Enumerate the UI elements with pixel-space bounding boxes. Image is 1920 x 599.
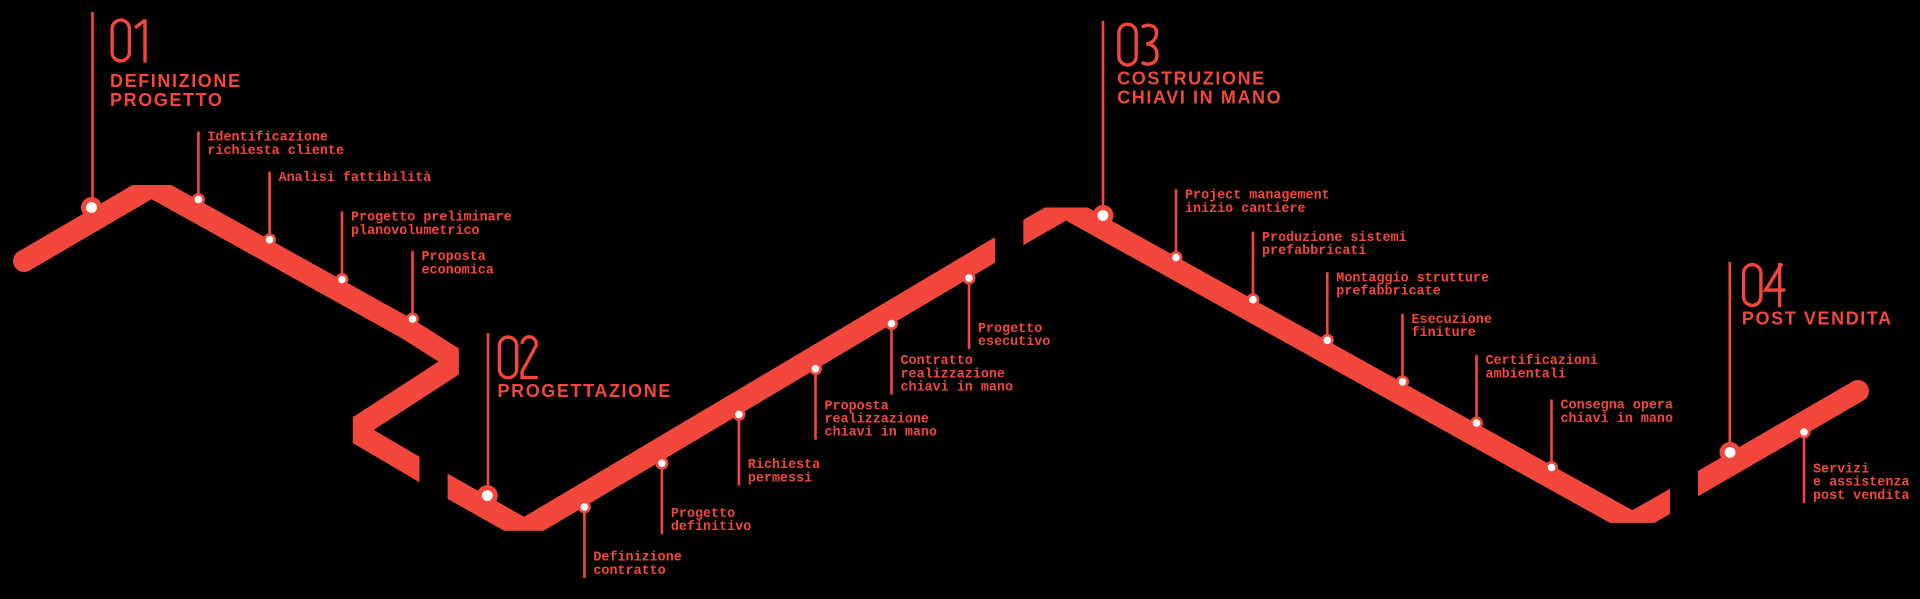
- svg-text:Project management: Project management: [1185, 189, 1330, 204]
- svg-text:Montaggio strutture: Montaggio strutture: [1336, 271, 1489, 286]
- svg-text:Progetto: Progetto: [671, 507, 735, 522]
- svg-text:post vendita: post vendita: [1813, 489, 1909, 504]
- svg-text:COSTRUZIONE: COSTRUZIONE: [1117, 69, 1266, 89]
- svg-text:Servizi: Servizi: [1813, 463, 1869, 478]
- svg-text:PROGETTO: PROGETTO: [110, 90, 223, 110]
- svg-text:Richiesta: Richiesta: [748, 458, 820, 473]
- svg-text:prefabbricate: prefabbricate: [1336, 285, 1440, 300]
- svg-text:Analisi fattibilità: Analisi fattibilità: [279, 171, 432, 186]
- svg-text:realizzazione: realizzazione: [825, 413, 929, 428]
- svg-text:Proposta: Proposta: [422, 250, 486, 265]
- svg-text:e assistenza: e assistenza: [1813, 476, 1909, 491]
- svg-text:chiavi in mano: chiavi in mano: [825, 426, 938, 441]
- svg-text:Definizione: Definizione: [593, 551, 681, 566]
- svg-text:Contratto: Contratto: [901, 354, 973, 369]
- svg-text:Proposta: Proposta: [825, 399, 889, 414]
- svg-text:chiavi in mano: chiavi in mano: [1561, 412, 1674, 427]
- svg-text:Esecuzione: Esecuzione: [1412, 313, 1492, 328]
- svg-text:richiesta cliente: richiesta cliente: [207, 144, 344, 159]
- svg-text:Progetto preliminare: Progetto preliminare: [351, 211, 512, 226]
- svg-text:Produzione sistemi: Produzione sistemi: [1262, 231, 1407, 246]
- svg-text:finiture: finiture: [1412, 326, 1476, 341]
- svg-text:Identificazione: Identificazione: [207, 131, 328, 146]
- svg-text:economica: economica: [422, 263, 494, 278]
- svg-text:CHIAVI IN MANO: CHIAVI IN MANO: [1117, 88, 1282, 108]
- svg-text:realizzazione: realizzazione: [901, 367, 1005, 382]
- svg-text:ambientali: ambientali: [1486, 367, 1566, 382]
- svg-text:Consegna opera: Consegna opera: [1561, 399, 1674, 414]
- svg-text:planovolumetrico: planovolumetrico: [351, 224, 480, 239]
- svg-text:esecutivo: esecutivo: [978, 335, 1050, 350]
- svg-text:prefabbricati: prefabbricati: [1262, 244, 1366, 259]
- svg-text:Certificazioni: Certificazioni: [1486, 354, 1599, 369]
- svg-text:definitivo: definitivo: [671, 520, 751, 535]
- svg-text:Progetto: Progetto: [978, 322, 1042, 337]
- svg-text:chiavi in mano: chiavi in mano: [901, 381, 1014, 396]
- svg-text:DEFINIZIONE: DEFINIZIONE: [110, 71, 242, 91]
- svg-text:PROGETTAZIONE: PROGETTAZIONE: [498, 381, 672, 401]
- svg-text:POST VENDITA: POST VENDITA: [1742, 309, 1893, 329]
- svg-text:contratto: contratto: [593, 564, 665, 579]
- svg-text:permessi: permessi: [748, 471, 812, 486]
- svg-text:inizio cantiere: inizio cantiere: [1185, 202, 1306, 217]
